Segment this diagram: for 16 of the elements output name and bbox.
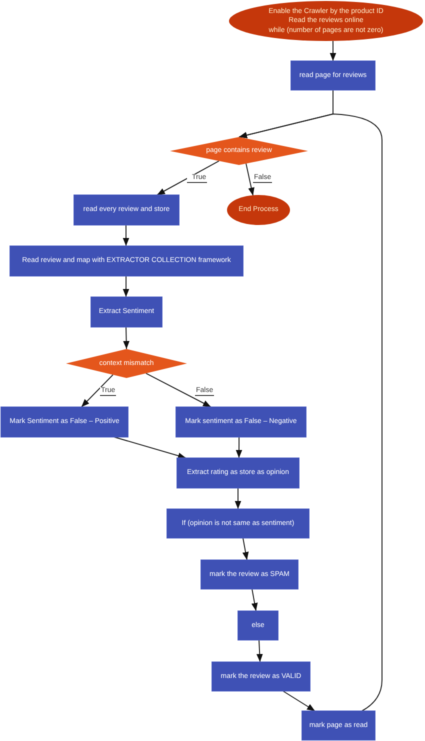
arrow [123,326,130,350]
arrow [256,640,263,662]
arrow [282,690,316,712]
arrow [251,588,258,612]
arrow [242,538,249,560]
arrow [145,372,212,408]
arrow [114,436,187,459]
arrow [122,224,130,246]
arrow [80,374,114,408]
arrow [234,488,242,510]
arrow [330,40,336,62]
arrow [246,163,254,196]
arrow [156,160,220,196]
arrow [238,114,382,712]
arrow [122,276,130,298]
arrow [236,436,242,458]
